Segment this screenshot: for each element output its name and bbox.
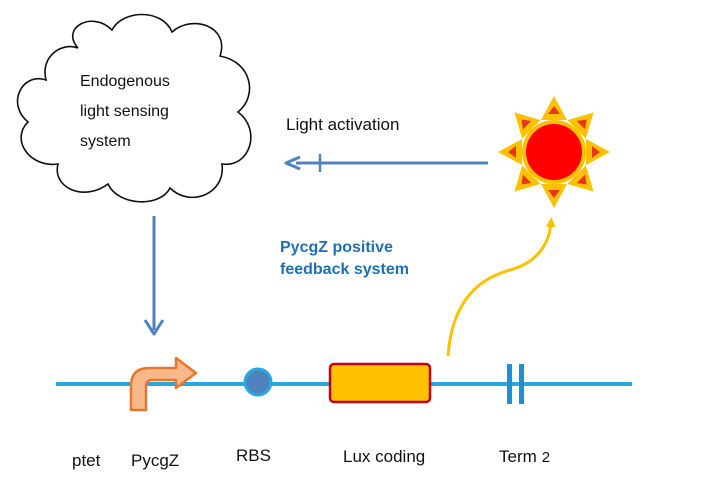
sun-icon <box>498 96 610 208</box>
cloud-text-line3: system <box>80 133 131 150</box>
promoter-arrow-icon <box>129 356 198 412</box>
cloud-to-promoter-arrow <box>143 216 165 336</box>
label-term-number: 2 <box>542 449 550 466</box>
cloud-text-line1: Endogenous <box>80 73 170 90</box>
light-activation-arrow <box>284 154 488 172</box>
light-activation-label: Light activation <box>286 115 399 134</box>
sun-ray-inner <box>521 119 532 130</box>
terminator-icon <box>507 364 524 404</box>
lux-coding-box <box>328 362 432 404</box>
label-ptet: ptet <box>72 451 101 470</box>
cloud-text-line2: light sensing <box>80 103 169 120</box>
endogenous-light-sensing-cloud: Endogenous light sensing system <box>16 13 252 203</box>
sun-ray-inner <box>508 146 516 158</box>
label-term: Term 2 <box>499 447 550 466</box>
sun-ray-inner <box>576 174 587 185</box>
sun-ray-inner <box>592 146 600 158</box>
label-rbs: RBS <box>236 446 271 465</box>
sun-ray <box>567 165 594 192</box>
sun-ray <box>567 112 594 139</box>
label-lux-coding: Lux coding <box>343 447 425 466</box>
lux-to-sun-feedback-arrow <box>446 217 556 357</box>
sun-ray-inner <box>548 106 560 114</box>
label-pycgz: PycgZ <box>131 451 179 470</box>
sun-ray-inner <box>576 119 587 130</box>
sun-ray-inner <box>521 174 532 185</box>
rbs-circle <box>243 367 273 397</box>
sun-ray <box>514 112 541 139</box>
feedback-label-line1: PycgZ positive <box>280 239 393 256</box>
label-term-main: Term <box>499 447 537 466</box>
sun-ray <box>514 165 541 192</box>
sun-ray-inner <box>548 190 560 198</box>
feedback-label-line2: feedback system <box>280 261 409 278</box>
